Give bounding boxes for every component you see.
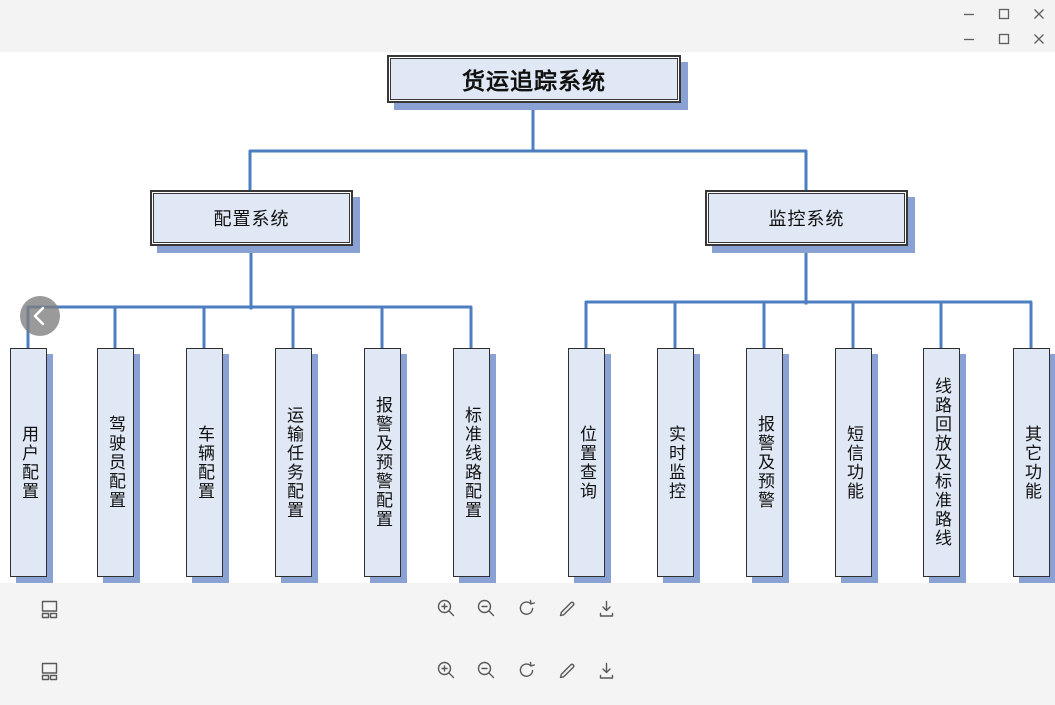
node-label: 报警及预警: [755, 415, 774, 510]
node-transport-task-config: 运输任务配置: [275, 348, 312, 577]
node-label: 标准线路配置: [462, 405, 481, 520]
org-chart-button[interactable]: [38, 659, 62, 683]
pencil-icon: [559, 601, 575, 617]
node-label: 运输任务配置: [284, 405, 303, 520]
node-label: 驾驶员配置: [106, 415, 125, 510]
maximize-icon: [998, 8, 1009, 20]
close-button[interactable]: [1026, 27, 1051, 51]
rotate-icon: [519, 599, 535, 615]
node-alarm-warning-config: 报警及预警配置: [364, 348, 401, 577]
rotate-button[interactable]: [515, 597, 539, 621]
zoom-in-icon: [437, 599, 455, 617]
org-chart-button[interactable]: [38, 597, 62, 621]
org-chart-icon: [41, 600, 58, 619]
maximize-icon: [998, 33, 1009, 45]
close-icon: [1033, 9, 1044, 19]
node-other-functions: 其它功能: [1013, 348, 1050, 577]
node-driver-config: 驾驶员配置: [97, 348, 134, 577]
close-button[interactable]: [1026, 2, 1051, 26]
chevron-left-icon: [33, 306, 45, 326]
minimize-button[interactable]: [956, 27, 981, 51]
rotate-button[interactable]: [515, 659, 539, 683]
node-alarm-warning: 报警及预警: [746, 348, 783, 577]
node-freight-tracking-root: 货运追踪系统: [387, 55, 681, 103]
node-realtime-monitor: 实时监控: [657, 348, 694, 577]
window-controls-row-1: [946, 2, 1051, 26]
title-bar: [0, 0, 1055, 52]
bottom-toolbar-area: [0, 583, 1055, 705]
download-icon: [599, 662, 614, 679]
download-button[interactable]: [595, 659, 619, 683]
node-label: 位置查询: [577, 424, 596, 501]
zoom-out-icon: [477, 599, 495, 617]
zoom-out-button[interactable]: [475, 597, 499, 621]
download-icon: [599, 600, 614, 617]
pencil-icon: [559, 663, 575, 679]
zoom-in-button[interactable]: [435, 659, 459, 683]
node-monitor-system: 监控系统: [705, 190, 908, 246]
node-label: 实时监控: [666, 424, 685, 501]
maximize-button[interactable]: [991, 27, 1016, 51]
zoom-out-icon: [477, 661, 495, 679]
zoom-out-button[interactable]: [475, 659, 499, 683]
download-button[interactable]: [595, 597, 619, 621]
node-label: 短信功能: [844, 424, 863, 501]
back-button[interactable]: [20, 296, 60, 336]
node-label: 其它功能: [1022, 424, 1041, 501]
node-config-system: 配置系统: [150, 190, 353, 246]
org-chart-icon: [41, 662, 58, 681]
minimize-button[interactable]: [956, 2, 981, 26]
edit-button[interactable]: [555, 659, 579, 683]
edit-button[interactable]: [555, 597, 579, 621]
node-label: 货运追踪系统: [462, 68, 606, 94]
node-label: 配置系统: [213, 209, 290, 229]
node-vehicle-config: 车辆配置: [186, 348, 223, 577]
minimize-icon: [963, 38, 974, 41]
node-label: 监控系统: [768, 209, 845, 229]
maximize-button[interactable]: [991, 2, 1016, 26]
node-label: 用户配置: [19, 424, 38, 501]
zoom-in-button[interactable]: [435, 597, 459, 621]
window-controls-row-2: [946, 27, 1051, 51]
node-label: 报警及预警配置: [373, 396, 392, 529]
zoom-in-icon: [437, 661, 455, 679]
close-icon: [1033, 34, 1044, 44]
rotate-icon: [519, 661, 535, 677]
node-label: 线路回放及标准路线: [932, 377, 951, 548]
node-user-config: 用户配置: [10, 348, 47, 577]
node-standard-route-config: 标准线路配置: [453, 348, 490, 577]
minimize-icon: [963, 13, 974, 16]
node-label: 车辆配置: [195, 424, 214, 501]
node-location-query: 位置查询: [568, 348, 605, 577]
node-sms-function: 短信功能: [835, 348, 872, 577]
node-route-playback-standard: 线路回放及标准路线: [923, 348, 960, 577]
